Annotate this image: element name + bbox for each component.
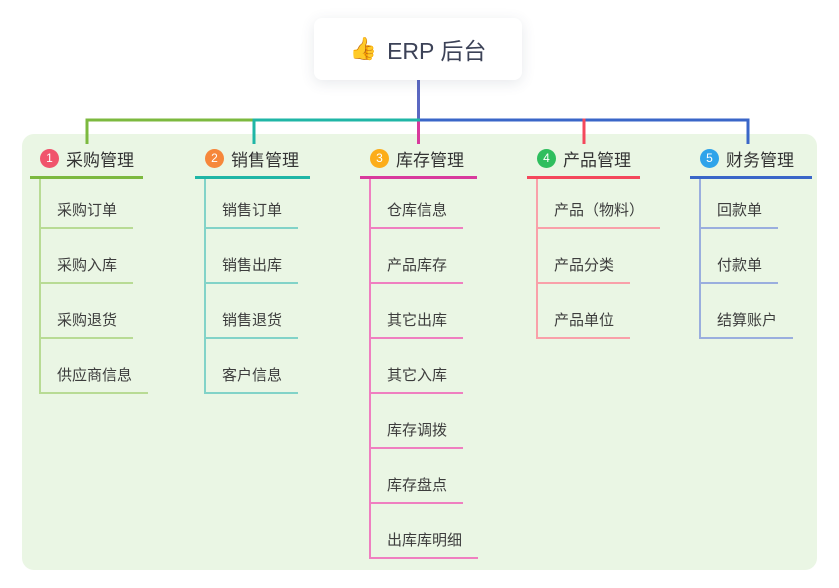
- leaf-item[interactable]: 结算账户: [699, 284, 794, 339]
- branch-spine-line: [39, 179, 41, 394]
- branch-product: 4 产品管理 产品（物料） 产品分类 产品单位: [527, 148, 661, 339]
- leaf-item[interactable]: 产品（物料）: [536, 179, 661, 229]
- leaf-item[interactable]: 采购退货: [39, 284, 134, 339]
- leaf-item[interactable]: 出库库明细: [369, 504, 479, 559]
- leaf-item[interactable]: 采购入库: [39, 229, 134, 284]
- branch-purchase-header[interactable]: 1 采购管理: [30, 148, 143, 179]
- branch-sales: 2 销售管理 销售订单 销售出库 销售退货 客户信息: [195, 148, 310, 394]
- branch-sales-header[interactable]: 2 销售管理: [195, 148, 310, 179]
- branch-finance: 5 财务管理 回款单 付款单 结算账户: [690, 148, 812, 339]
- branch-number-badge: 5: [700, 149, 719, 168]
- leaf-item[interactable]: 产品单位: [536, 284, 631, 339]
- leaf-item[interactable]: 回款单: [699, 179, 779, 229]
- branch-spine-line: [699, 179, 701, 339]
- leaf-item[interactable]: 客户信息: [204, 339, 299, 394]
- leaf-item[interactable]: 其它出库: [369, 284, 464, 339]
- branch-product-header[interactable]: 4 产品管理: [527, 148, 640, 179]
- branch-number-badge: 3: [370, 149, 389, 168]
- leaf-item[interactable]: 库存盘点: [369, 449, 464, 504]
- branch-finance-header[interactable]: 5 财务管理: [690, 148, 812, 179]
- leaf-item[interactable]: 仓库信息: [369, 179, 464, 229]
- leaf-item[interactable]: 库存调拨: [369, 394, 464, 449]
- mindmap-background-panel: [22, 134, 817, 570]
- leaf-item[interactable]: 销售订单: [204, 179, 299, 229]
- root-node-label: ERP 后台: [387, 38, 487, 64]
- branch-spine-line: [536, 179, 538, 339]
- branch-number-badge: 2: [205, 149, 224, 168]
- branch-spine-line: [204, 179, 206, 394]
- branch-title: 采购管理: [66, 151, 134, 170]
- branch-title: 销售管理: [231, 151, 299, 170]
- branch-inventory: 3 库存管理 仓库信息 产品库存 其它出库 其它入库 库存调拨 库存盘点 出库库…: [360, 148, 479, 559]
- leaf-item[interactable]: 产品库存: [369, 229, 464, 284]
- branch-title: 财务管理: [726, 151, 794, 170]
- leaf-item[interactable]: 产品分类: [536, 229, 631, 284]
- branch-spine-line: [369, 179, 371, 559]
- branch-inventory-header[interactable]: 3 库存管理: [360, 148, 477, 179]
- branch-purchase: 1 采购管理 采购订单 采购入库 采购退货 供应商信息: [30, 148, 149, 394]
- branch-title: 库存管理: [396, 151, 464, 170]
- thumbs-up-icon: 👍: [349, 36, 378, 61]
- leaf-item[interactable]: 采购订单: [39, 179, 134, 229]
- leaf-item[interactable]: 其它入库: [369, 339, 464, 394]
- leaf-item[interactable]: 供应商信息: [39, 339, 149, 394]
- leaf-item[interactable]: 销售出库: [204, 229, 299, 284]
- branch-title: 产品管理: [563, 151, 631, 170]
- leaf-item[interactable]: 销售退货: [204, 284, 299, 339]
- branch-number-badge: 4: [537, 149, 556, 168]
- root-node[interactable]: 👍 ERP 后台: [314, 18, 522, 80]
- branch-number-badge: 1: [40, 149, 59, 168]
- leaf-item[interactable]: 付款单: [699, 229, 779, 284]
